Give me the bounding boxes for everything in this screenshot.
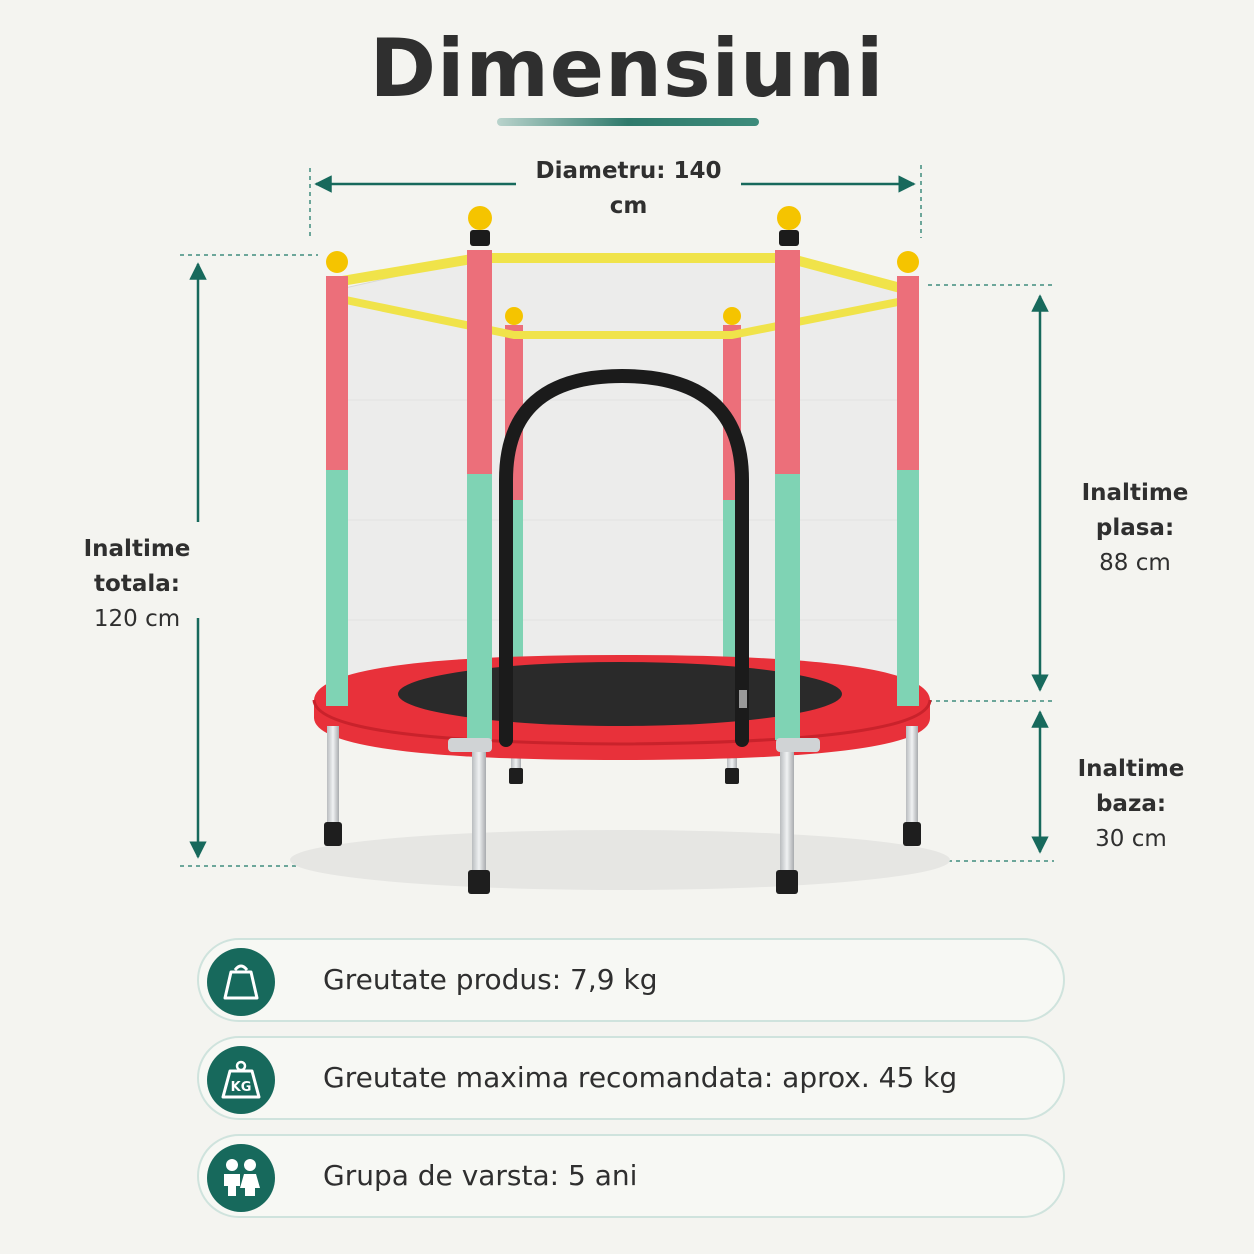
weight-bag-icon bbox=[207, 948, 275, 1016]
dimension-arrows bbox=[189, 175, 1049, 859]
base-height-value: 30 cm bbox=[1095, 826, 1167, 852]
net-height-value: 88 cm bbox=[1099, 550, 1171, 576]
net-height-label: Inaltime plasa: 88 cm bbox=[1048, 476, 1222, 581]
diameter-label: Diametru: 140 cm bbox=[535, 158, 722, 219]
base-height-label: Inaltime baza: 30 cm bbox=[1048, 752, 1214, 857]
children-icon bbox=[207, 1144, 275, 1212]
info-row-product-weight: Greutate produs: 7,9 kg bbox=[197, 938, 1065, 1022]
total-height-title: Inaltime totala: bbox=[83, 536, 191, 597]
info-text: Greutate produs: 7,9 kg bbox=[323, 963, 658, 996]
net-height-title: Inaltime plasa: bbox=[1081, 480, 1189, 541]
info-text: Grupa de varsta: 5 ani bbox=[323, 1159, 638, 1192]
title-underline bbox=[497, 118, 759, 126]
pole-knobs bbox=[326, 206, 919, 273]
front-legs bbox=[324, 726, 921, 894]
trampoline-frame bbox=[312, 655, 932, 760]
total-height-value: 120 cm bbox=[93, 606, 181, 632]
kg-weight-icon: KG bbox=[207, 1046, 275, 1114]
trampoline-diagram bbox=[180, 165, 1054, 894]
page-title: Dimensiuni bbox=[369, 22, 885, 115]
info-text: Greutate maxima recomandata: aprox. 45 k… bbox=[323, 1061, 958, 1094]
info-row-age-group: Grupa de varsta: 5 ani bbox=[197, 1134, 1065, 1218]
top-band bbox=[335, 253, 910, 339]
kg-icon-text: KG bbox=[231, 1080, 252, 1095]
entry-arch bbox=[499, 368, 749, 747]
info-row-max-weight: KG Greutate maxima recomandata: aprox. 4… bbox=[197, 1036, 1065, 1120]
safety-net bbox=[335, 257, 909, 691]
front-poles bbox=[326, 250, 919, 740]
total-height-label: Inaltime totala: 120 cm bbox=[40, 532, 234, 637]
base-height-title: Inaltime baza: bbox=[1077, 756, 1185, 817]
